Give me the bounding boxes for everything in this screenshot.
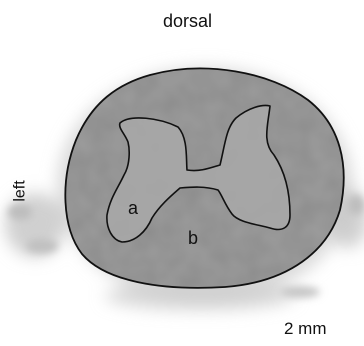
orientation-label-left: left <box>13 180 29 201</box>
scale-label: 2 mm <box>284 320 327 337</box>
region-label-a: a <box>128 199 138 217</box>
region-label-b: b <box>188 229 198 247</box>
orientation-label-dorsal: dorsal <box>163 12 212 30</box>
